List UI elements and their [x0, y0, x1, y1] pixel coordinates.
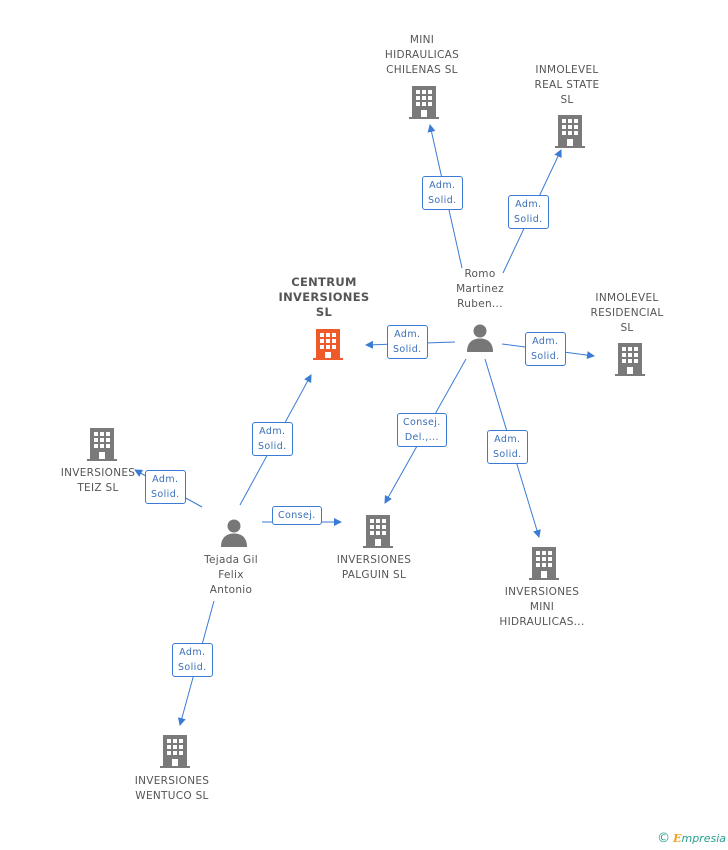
role-box-tejada-teiz[interactable]: Adm. Solid.: [145, 470, 186, 504]
node-label-inmolevel-real[interactable]: INMOLEVEL REAL STATE SL: [534, 64, 600, 106]
role-box-romo-centrum[interactable]: Adm. Solid.: [387, 325, 428, 359]
node-label-mini-hidr[interactable]: INVERSIONES MINI HIDRAULICAS...: [499, 586, 585, 628]
person-icon[interactable]: [465, 322, 495, 352]
node-label-inmolevel-res[interactable]: INMOLEVEL RESIDENCIAL SL: [590, 292, 664, 334]
role-box-tejada-wentuco[interactable]: Adm. Solid.: [172, 643, 213, 677]
building-icon[interactable]: [614, 341, 646, 377]
brand-logo-initial: E: [673, 832, 682, 845]
node-label-teiz[interactable]: INVERSIONES TEIZ SL: [60, 467, 136, 494]
node-label-wentuco[interactable]: INVERSIONES WENTUCO SL: [134, 775, 210, 802]
node-label-tejada[interactable]: Tejada Gil Felix Antonio: [204, 554, 258, 596]
node-label-palguin[interactable]: INVERSIONES PALGUIN SL: [336, 554, 412, 581]
building-icon[interactable]: [362, 513, 394, 549]
role-box-romo-mini-hidr[interactable]: Adm. Solid.: [487, 430, 528, 464]
building-icon[interactable]: [554, 113, 586, 149]
role-box-romo-inmolevel-real[interactable]: Adm. Solid.: [508, 195, 549, 229]
node-label-romo[interactable]: Romo Martinez Ruben...: [456, 268, 504, 310]
building-icon[interactable]: [408, 84, 440, 120]
copyright-symbol: ©: [657, 831, 671, 846]
building-icon[interactable]: [312, 327, 344, 361]
role-box-romo-inmolevel-res[interactable]: Adm. Solid.: [525, 332, 566, 366]
role-box-romo-palguin[interactable]: Consej. Del.,...: [397, 413, 447, 447]
role-box-romo-mini-chilenas[interactable]: Adm. Solid.: [422, 176, 463, 210]
brand-name: mpresia: [681, 832, 726, 845]
building-icon[interactable]: [528, 545, 560, 581]
node-label-centrum[interactable]: CENTRUM INVERSIONES SL: [278, 275, 370, 319]
node-label-mini-chilenas[interactable]: MINI HIDRAULICAS CHILENAS SL: [384, 34, 460, 76]
building-icon[interactable]: [159, 733, 191, 769]
footer-brand: ©Empresia: [657, 831, 726, 846]
building-icon[interactable]: [86, 426, 118, 462]
role-box-tejada-palguin[interactable]: Consej.: [272, 506, 322, 525]
role-box-tejada-centrum[interactable]: Adm. Solid.: [252, 422, 293, 456]
person-icon[interactable]: [219, 517, 249, 547]
